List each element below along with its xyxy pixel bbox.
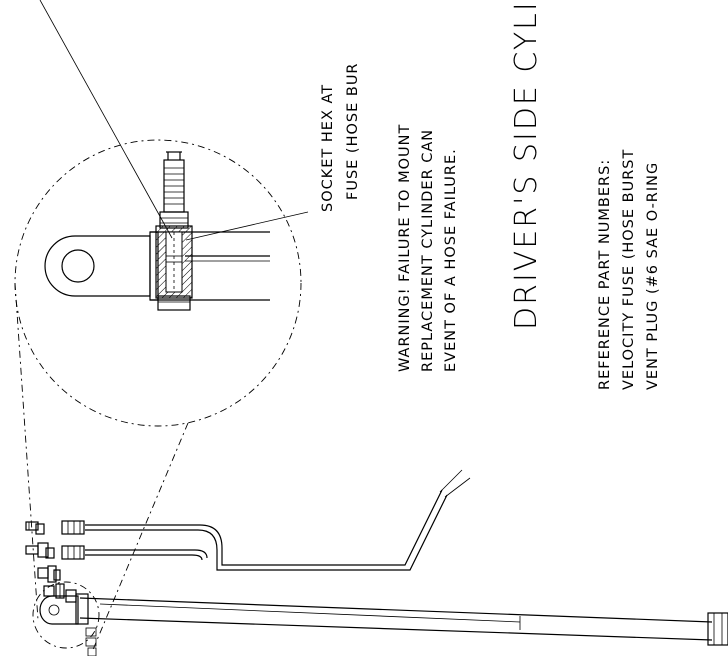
small-detail-circle [32, 581, 100, 649]
enlarged-fitting-detail [44, 151, 270, 311]
reference-line3: VENT PLUG (#6 SAE O-RING [645, 162, 661, 390]
clevis-eye [44, 235, 151, 297]
leader-line-socket [185, 211, 309, 241]
warning-line3: EVENT OF A HOSE FAILURE. [443, 148, 459, 372]
detail-callout [14, 139, 302, 653]
detail-leader-right [91, 422, 189, 653]
clevis-hole [61, 249, 95, 283]
warning-line2: REPLACEMENT CYLINDER CAN [420, 129, 436, 372]
note-socket-hex-line1: SOCKET HEX AT [320, 84, 336, 212]
detail-circle [14, 139, 302, 427]
reference-line1: REFERENCE PART NUMBERS: [597, 159, 613, 390]
hose-end-fittings [61, 520, 85, 560]
reference-line2: VELOCITY FUSE (HOSE BURST [621, 149, 637, 390]
fittings-cluster [25, 521, 77, 603]
leader-line-upper [39, 0, 173, 239]
cylinder-assembly [25, 469, 728, 656]
rod-end-clevis [707, 612, 728, 646]
drawing-title: DRIVER'S SIDE CYLI [509, 0, 544, 330]
detail-leader-left [14, 282, 39, 621]
note-socket-hex-line2: FUSE (HOSE BUR [345, 62, 361, 200]
hydraulic-hoses [85, 469, 471, 571]
warning-line1: WARNING! FAILURE TO MOUNT [397, 124, 413, 372]
